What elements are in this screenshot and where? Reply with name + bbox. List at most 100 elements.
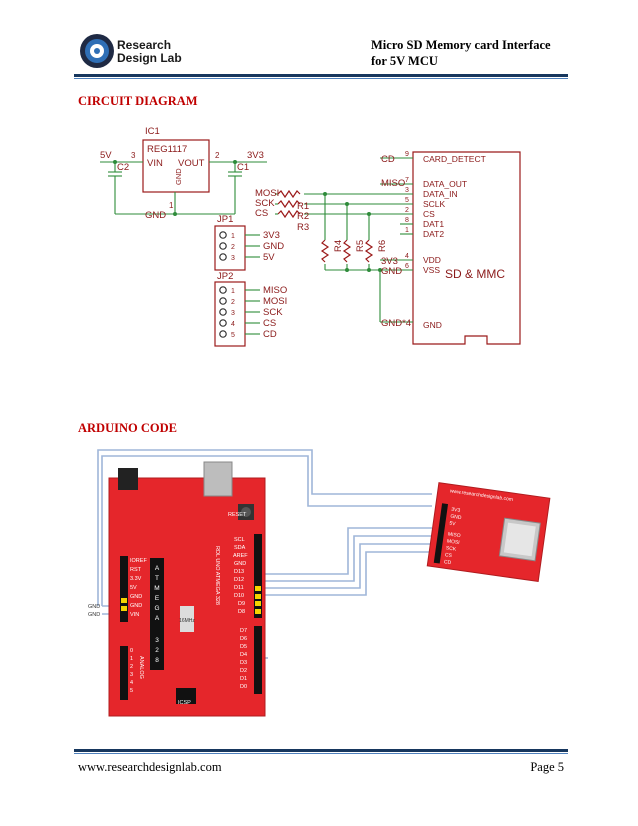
gnd-wire-label-a: GND	[88, 604, 100, 610]
card-num-1: 1	[405, 227, 409, 234]
hdr-r-9: D8	[238, 609, 245, 615]
chip-letter-5: A	[155, 615, 160, 622]
label-r4: R4	[333, 240, 344, 252]
hdr-l-0: IOREF	[130, 558, 147, 564]
jp1-num-1: 1	[231, 233, 235, 240]
chip-letter-7: 2	[155, 647, 159, 654]
hdr-r-6: D11	[234, 585, 244, 591]
sd-card-outline	[412, 151, 521, 345]
resistor-r2	[277, 199, 301, 209]
jp2-num-5: 5	[231, 332, 235, 339]
jp2-label-4: CD	[263, 329, 277, 340]
hdr-r2-5: D2	[240, 668, 247, 674]
analog-0: 0	[130, 648, 133, 654]
jp1-label-0: 3V3	[263, 230, 280, 241]
analog-2: 2	[130, 664, 133, 670]
company-logo	[80, 34, 114, 68]
card-pin-4: CS	[423, 209, 435, 219]
card-num-5: 5	[405, 197, 409, 204]
label-r2: R2	[297, 211, 309, 222]
label-miso: MISO	[381, 178, 405, 189]
brand-name: Research Design Lab	[117, 39, 182, 65]
hdr-r-4: D13	[234, 569, 244, 575]
chip-letter-4: G	[154, 605, 159, 612]
hdr-r2-7: D0	[240, 684, 247, 690]
hdr-r-2: AREF	[233, 553, 248, 559]
label-vout: VOUT	[178, 158, 205, 169]
hdr-l-1: RST	[130, 567, 142, 573]
resistor-r3	[277, 209, 301, 219]
hdr-r2-0: D7	[240, 628, 247, 634]
label-r6: R6	[377, 240, 388, 252]
card-num-4: 4	[405, 253, 409, 260]
hdr-r-7: D10	[234, 593, 244, 599]
brand-line-2: Design Lab	[117, 51, 182, 65]
card-gnd: GND	[423, 320, 442, 330]
jp1-num-3: 3	[231, 255, 235, 262]
label-pin1: 1	[169, 201, 174, 210]
jp1-box	[214, 225, 246, 271]
label-sck: SCK	[255, 198, 275, 209]
label-r3: R3	[297, 222, 309, 233]
jp2-label-3: CS	[263, 318, 276, 329]
jp1-num-2: 2	[231, 244, 235, 251]
card-num-6: 6	[405, 263, 409, 270]
document-title: Micro SD Memory card Interface for 5V MC…	[371, 37, 551, 69]
hdr-l-6: VIN	[130, 612, 139, 618]
label-vin: VIN	[147, 158, 163, 169]
jp2-num-3: 3	[231, 310, 235, 317]
card-name: SD & MMC	[445, 267, 505, 281]
hdr-r-0: SCL	[234, 537, 245, 543]
footer-rule-thin	[74, 753, 568, 754]
icsp-label: ICSP	[178, 700, 191, 706]
crystal-label: 16MHz	[179, 618, 195, 624]
label-ic1: IC1	[145, 126, 160, 137]
label-5v: 5V	[100, 150, 112, 161]
jp2-box	[214, 281, 246, 347]
sd-pin-1: GND	[450, 514, 462, 522]
label-card-3v3: 3V3	[381, 256, 398, 267]
card-pin-6: DAT2	[423, 229, 444, 239]
jp2-num-4: 4	[231, 321, 235, 328]
sd-pin-4: MOSI	[446, 538, 459, 546]
label-mosi: MOSI	[255, 188, 279, 199]
hdr-l-3: 5V	[130, 585, 137, 591]
label-gnd-pin: GND	[174, 168, 183, 185]
label-r1: R1	[297, 201, 309, 212]
board-text: RDL UNO ATMEGA 328	[214, 546, 220, 605]
hdr-r2-1: D6	[240, 636, 247, 642]
label-cd: CD	[381, 154, 395, 165]
label-jp2: JP2	[217, 271, 233, 282]
label-reg: REG1117	[147, 144, 187, 155]
resistor-r6	[364, 239, 374, 263]
sd-pin-7: CD	[444, 559, 452, 566]
usb-jack	[118, 468, 138, 490]
arduino-wiring-image: RESET SCL SDA AREF GND D13 D12 D11 D10 D…	[88, 449, 551, 717]
card-pin-7: VDD	[423, 255, 441, 265]
label-pin3: 3	[131, 151, 136, 160]
page-number: Page 5	[530, 760, 564, 774]
reset-label: RESET	[228, 512, 247, 518]
regulator-box	[142, 139, 210, 193]
card-pin-8: VSS	[423, 265, 440, 275]
hdr-r-3: GND	[234, 561, 246, 567]
title-line-2: for 5V MCU	[371, 54, 438, 68]
header-rule	[74, 74, 568, 77]
footer-url[interactable]: www.researchdesignlab.com	[78, 760, 222, 774]
chip-letter-8: 8	[155, 657, 159, 664]
card-pin-5: DAT1	[423, 219, 444, 229]
card-num-9: 9	[405, 151, 409, 158]
label-pin2: 2	[215, 151, 220, 160]
hdr-r2-3: D4	[240, 652, 247, 658]
analog-label: ANALOG	[138, 656, 144, 679]
circuit-diagram: IC1 REG1117 VIN VOUT GND 5V 3V3 3 2 1 C1…	[100, 126, 521, 347]
hdr-r-5: D12	[234, 577, 244, 583]
hdr-r2-6: D1	[240, 676, 247, 682]
label-cs: CS	[255, 208, 268, 219]
chip-atmega	[150, 558, 164, 670]
footer-rule	[74, 749, 568, 752]
card-num-8: 8	[405, 217, 409, 224]
section-heading-circuit: CIRCUIT DIAGRAM	[78, 94, 198, 108]
section-heading-code: ARDUINO CODE	[78, 421, 177, 435]
resistor-r5	[342, 239, 352, 263]
